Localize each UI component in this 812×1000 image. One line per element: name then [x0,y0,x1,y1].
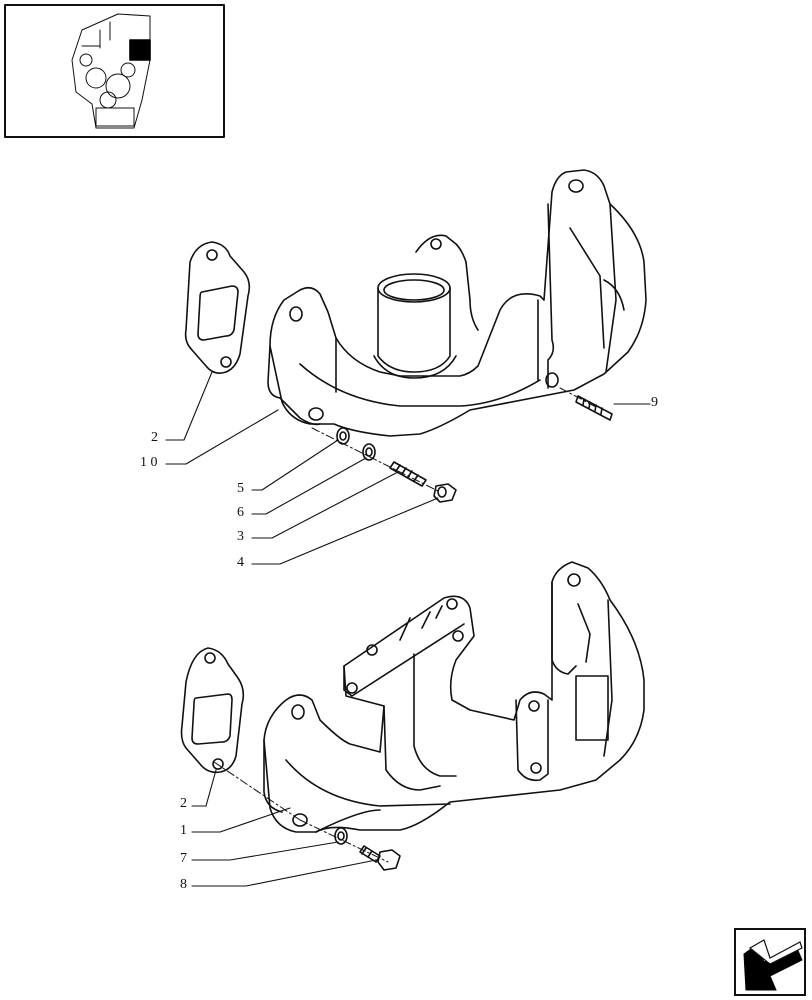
engine-thumbnail[interactable] [4,4,225,138]
callout-7: 7 [180,851,187,866]
leader-lines [165,371,651,887]
bottom-fasteners [334,827,401,871]
callout-9: 9 [651,395,658,410]
engine-icon [71,13,151,129]
manifold-bottom [263,561,645,833]
callout-10: 1 0 [140,455,158,470]
callout-4: 4 [237,555,244,570]
next-page-arrow-icon[interactable] [734,928,806,996]
top-fasteners [336,427,457,503]
callout-2-top: 2 [151,430,158,445]
callout-8: 8 [180,877,187,892]
callout-3: 3 [237,529,244,544]
callout-1: 1 [180,823,187,838]
callout-6: 6 [237,505,244,520]
callout-5: 5 [237,481,244,496]
gasket-top [184,241,251,374]
callout-2-bottom: 2 [180,796,187,811]
highlight-block [129,39,151,61]
assembly-axis-lines [213,387,599,863]
gasket-bottom [180,647,245,774]
manifold-top [267,169,647,437]
stud-9 [575,395,613,421]
